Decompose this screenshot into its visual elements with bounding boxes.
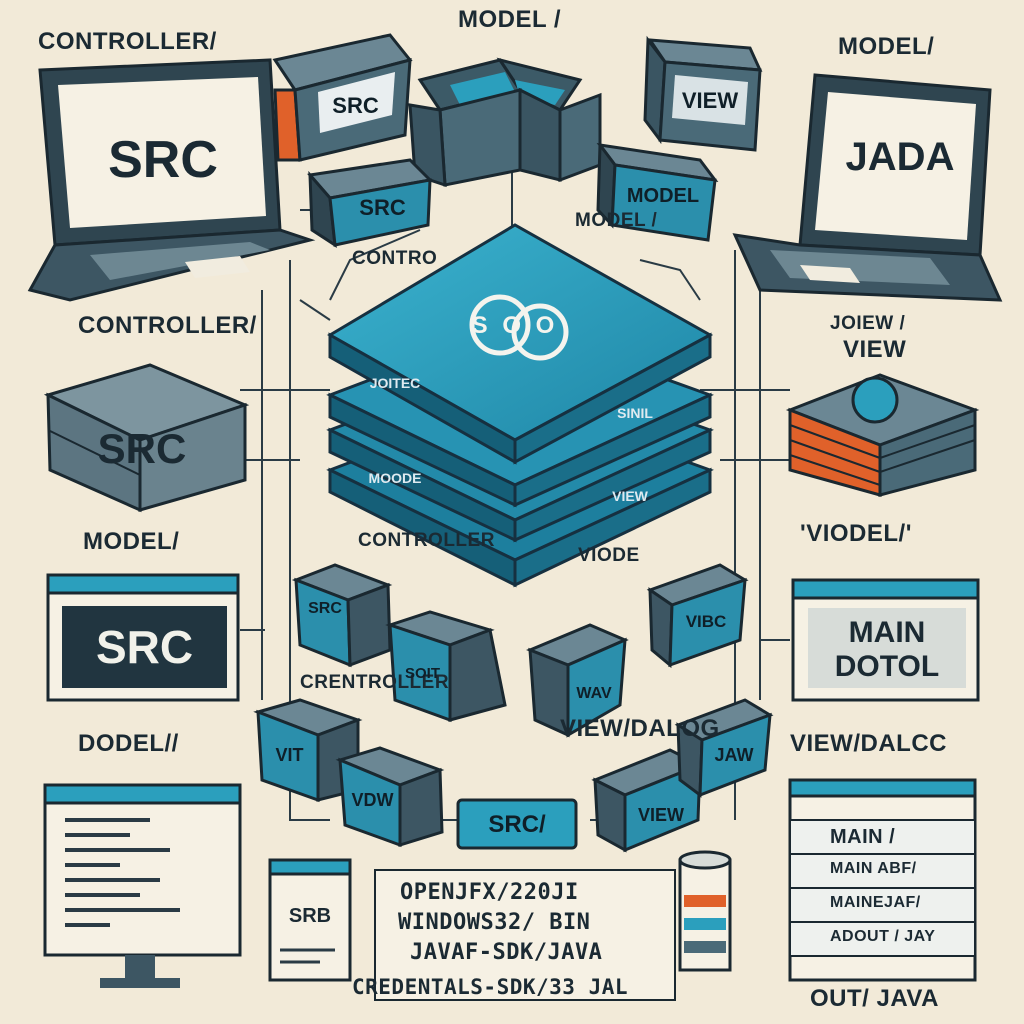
stack-layer4-text: VIEW xyxy=(612,488,648,504)
laptop-right xyxy=(732,73,1003,302)
label-view-right: VIEW xyxy=(843,336,907,363)
stack-layer1-text: JOITEC xyxy=(369,375,421,391)
label-model-top-center: MODEL / xyxy=(458,6,562,33)
blocks-bottom-right xyxy=(526,563,774,853)
list-row-3: MAINEJAF/ xyxy=(830,894,921,911)
cube-left-text: SRC xyxy=(97,425,187,472)
block-vdw-text: VDW xyxy=(351,790,394,810)
device-small-text: SRB xyxy=(288,905,332,927)
path-line-1: OPENJFX/220JI xyxy=(400,880,579,905)
device-small xyxy=(268,858,352,982)
block-jaw-text: JAW xyxy=(714,745,754,765)
list-row-1: MAIN / xyxy=(830,826,896,848)
label-model-top-right: MODEL/ xyxy=(838,33,935,60)
stack-logo-text: S O O xyxy=(471,312,559,339)
block-src-bottom-text: SRC/ xyxy=(488,811,546,838)
list-row-4: ADOUT / JAY xyxy=(830,928,936,945)
monitor-bottom-left xyxy=(43,783,242,988)
window-left-text: SRC xyxy=(95,621,194,673)
block-wav-text: WAV xyxy=(576,685,612,702)
label-viode-center: VIODE xyxy=(578,545,640,566)
label-centroller-bottom: CRENTROLLER xyxy=(300,672,450,693)
path-line-2: WINDOWS32/ BIN xyxy=(398,910,591,935)
block-top-orange-text: SRC xyxy=(332,93,379,118)
stack-layer2-text: SINIL xyxy=(617,405,653,421)
window-right-text-1: MAIN xyxy=(848,616,926,649)
block-model-small-text: MODEL xyxy=(626,185,700,207)
laptop-right-screen-text: JADA xyxy=(845,135,955,179)
block-mid-bl-text: SOIT xyxy=(404,665,440,682)
window-right xyxy=(791,578,980,702)
label-controller-center: CONTROLLER xyxy=(358,530,495,551)
label-controller-top-left: CONTROLLER/ xyxy=(38,28,217,55)
label-view-dialog-right: VIEW/DALCC xyxy=(790,730,947,757)
laptop-left-screen-text: SRC xyxy=(108,131,218,189)
central-stack xyxy=(326,223,714,588)
label-viodel-right: 'VIODEL/' xyxy=(800,520,912,547)
label-dodel-left: DODEL// xyxy=(78,730,179,757)
path-line-3: JAVAF-SDK/JAVA xyxy=(410,940,603,965)
block-top-view xyxy=(643,35,763,152)
stack-right-list xyxy=(788,778,977,982)
block-src-small xyxy=(307,158,434,248)
block-top-orange xyxy=(272,33,413,162)
label-view-right-top: JOIEW / xyxy=(830,313,906,334)
database-cylinder xyxy=(678,850,732,972)
window-left xyxy=(46,573,240,702)
block-src-bottom xyxy=(456,798,578,850)
laptop-left xyxy=(27,58,316,302)
label-controller-left: CONTROLLER/ xyxy=(78,312,257,339)
window-right-text-2: DOTOL xyxy=(834,650,940,683)
path-line-4: CREDENTALS-SDK/33 JAL xyxy=(352,975,629,999)
label-contro-mid: CONTRO xyxy=(352,248,438,269)
block-top-view-text: VIEW xyxy=(681,88,739,113)
list-row-2: MAIN ABF/ xyxy=(830,860,917,877)
label-out-java: OUT/ JAVA xyxy=(810,985,939,1012)
stack-layer3-text: MOODE xyxy=(368,470,422,486)
block-src-bl-text: SRC xyxy=(308,600,342,617)
label-model-left: MODEL/ xyxy=(83,528,180,555)
block-model-small xyxy=(596,140,719,242)
block-src-small-text: SRC xyxy=(359,195,406,220)
block-vit-text: VIT xyxy=(275,745,304,765)
block-vibc-text: VIBC xyxy=(685,612,727,631)
cube-left xyxy=(43,363,250,513)
connector-lines xyxy=(240,170,790,821)
blocks-top-center xyxy=(408,57,602,188)
label-model-mid: MODEL / xyxy=(575,210,658,231)
block-view-bottom-text: VIEW xyxy=(637,805,684,825)
blocks-bottom-left xyxy=(253,563,507,848)
label-view-dialog-center: VIEW/DALOG xyxy=(560,715,720,742)
stack-right-orange xyxy=(785,373,980,497)
paths-box xyxy=(374,869,676,1001)
